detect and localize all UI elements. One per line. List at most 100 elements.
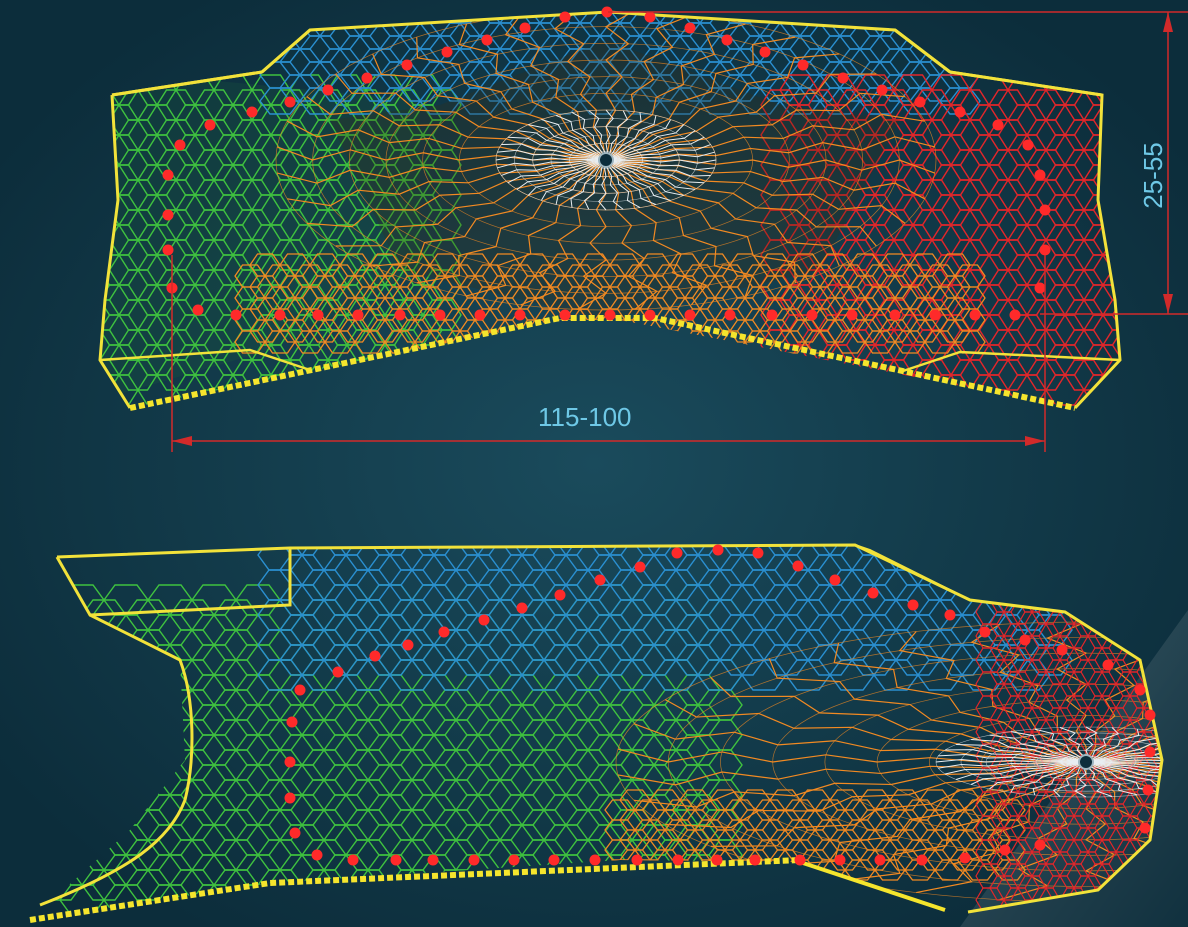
- float-knot: [979, 626, 991, 638]
- float-knot: [644, 309, 656, 321]
- orange-mesh-ray: [275, 12, 937, 311]
- float-knot: [352, 309, 364, 321]
- float-knot: [284, 96, 296, 108]
- float-knot: [230, 309, 242, 321]
- float-knot: [1144, 746, 1156, 758]
- float-knot: [907, 599, 919, 611]
- side-top-outline: [56, 543, 1164, 914]
- float-knot: [468, 854, 480, 866]
- float-knot: [867, 587, 879, 599]
- white-mesh-ray: [514, 118, 698, 202]
- orange-mesh-ray: [422, 76, 790, 244]
- white-mesh-core: [495, 109, 717, 211]
- float-knot: [992, 119, 1004, 131]
- float-knot: [162, 244, 174, 256]
- float-knot: [162, 209, 174, 221]
- float-knot: [721, 34, 733, 46]
- float-knot: [474, 309, 486, 321]
- float-knot: [322, 84, 334, 96]
- float-knot: [634, 561, 646, 573]
- float-knot: [289, 827, 301, 839]
- float-knot: [766, 309, 778, 321]
- orange-mesh-ray: [1085, 642, 1162, 763]
- float-knot: [427, 854, 439, 866]
- float-knot: [1022, 139, 1034, 151]
- float-knot: [794, 854, 806, 866]
- float-knot: [1102, 659, 1114, 671]
- side-float-knots: [284, 544, 1156, 866]
- top-left-panel-edge: [261, 28, 311, 74]
- float-knot: [999, 844, 1011, 856]
- float-knot: [284, 756, 296, 768]
- float-knot: [846, 309, 858, 321]
- orange-mesh-ray: [1085, 761, 1162, 847]
- top-codend-eye: [598, 152, 614, 168]
- float-knot: [589, 854, 601, 866]
- top-wing-tips: [111, 70, 1103, 97]
- float-knot: [1139, 822, 1151, 834]
- float-knot: [548, 854, 560, 866]
- float-knot: [954, 106, 966, 118]
- float-knot: [889, 309, 901, 321]
- float-knot: [347, 854, 359, 866]
- orange-mesh-ray: [1085, 761, 1162, 901]
- float-knot: [1039, 244, 1051, 256]
- height-dimension: [608, 11, 1188, 315]
- float-knot: [174, 139, 186, 151]
- float-knot: [684, 309, 696, 321]
- orange-mesh-ray: [928, 714, 1162, 810]
- float-knot: [874, 854, 886, 866]
- float-knot: [508, 854, 520, 866]
- height-arrow-top: [1163, 12, 1173, 32]
- white-mesh-ray: [569, 143, 643, 177]
- float-knot: [916, 854, 928, 866]
- float-knot: [284, 792, 296, 804]
- float-knot: [724, 309, 736, 321]
- width-dimension-label: 115-100: [538, 402, 632, 432]
- float-knot: [438, 626, 450, 638]
- float-knot: [944, 609, 956, 621]
- float-knot: [631, 854, 643, 866]
- green-mesh-left: [100, 74, 462, 406]
- orange-mesh-ray: [348, 42, 864, 278]
- float-knot: [274, 309, 286, 321]
- side-top-bevel: [854, 544, 971, 601]
- float-knot: [1134, 684, 1146, 696]
- blue-mesh-cell-row: [259, 87, 981, 115]
- float-knot: [797, 59, 809, 71]
- white-mesh-ray: [985, 738, 1162, 786]
- float-knot: [401, 59, 413, 71]
- height-arrow-bottom: [1163, 294, 1173, 314]
- float-knot: [394, 309, 406, 321]
- width-arrow-right: [1025, 436, 1045, 446]
- float-knot: [829, 574, 841, 586]
- float-knot: [311, 849, 323, 861]
- float-knot: [601, 6, 613, 18]
- float-knot: [559, 309, 571, 321]
- float-knot: [672, 854, 684, 866]
- top-left-wing-outline: [98, 94, 132, 409]
- float-knot: [519, 22, 531, 34]
- float-knot: [1142, 784, 1154, 796]
- float-knot: [604, 309, 616, 321]
- top-view: [98, 6, 1188, 452]
- float-knot: [712, 544, 724, 556]
- float-knot: [759, 46, 771, 58]
- float-knot: [752, 547, 764, 559]
- side-wing-curve: [39, 613, 194, 907]
- float-knot: [1019, 634, 1031, 646]
- float-knot: [434, 309, 446, 321]
- orange-mesh-ray: [970, 623, 1087, 763]
- float-knot: [286, 716, 298, 728]
- orange-mesh-ray: [633, 723, 1087, 763]
- float-knot: [792, 560, 804, 572]
- float-knot: [929, 309, 941, 321]
- float-knot: [402, 639, 414, 651]
- float-knot: [684, 22, 696, 34]
- side-belly-edge: [799, 860, 946, 912]
- top-float-knots: [162, 6, 1051, 321]
- float-knot: [644, 11, 656, 23]
- height-dimension-label: 25-55: [1137, 142, 1168, 209]
